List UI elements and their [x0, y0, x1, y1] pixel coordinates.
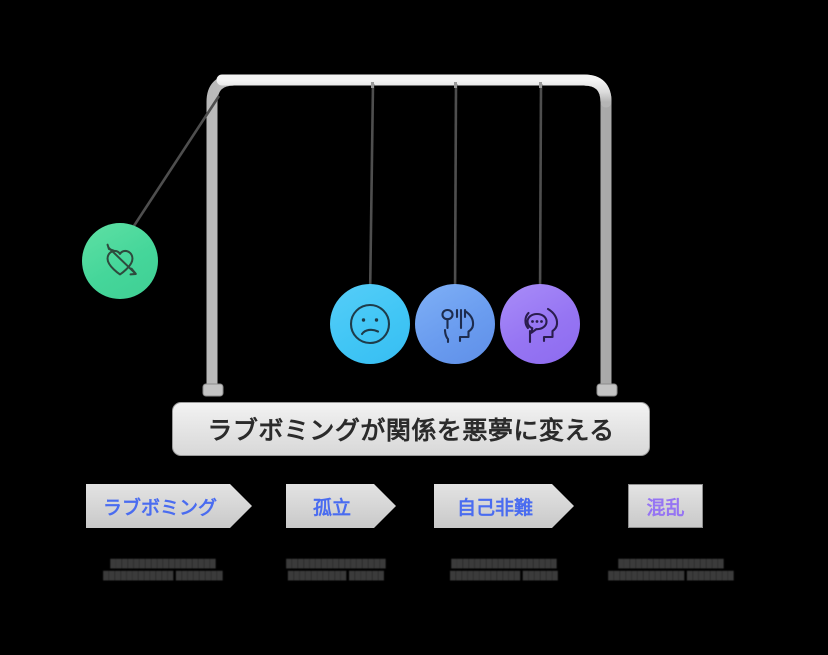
- string-sad: [368, 83, 375, 301]
- step-sequence: ラブボミング 孤立 自己非難 混乱: [0, 484, 828, 536]
- head-speech-bubble-icon: [514, 298, 566, 350]
- step-caption: ██████████████████ █████████████ ███████…: [608, 559, 734, 580]
- page-title: ラブボミングが関係を悪夢に変える: [207, 417, 615, 445]
- step-label: 自己非難: [456, 497, 533, 519]
- pendulum-strings: [368, 83, 543, 301]
- step-item-love-bombing[interactable]: ラブボミング: [86, 484, 252, 528]
- heart-arrow-icon: [97, 238, 143, 284]
- step-label: 混乱: [646, 497, 685, 519]
- sad-face-ball[interactable]: [330, 284, 410, 364]
- step-label: ラブボミング: [102, 497, 217, 519]
- string-love-bombing: [124, 95, 221, 239]
- frame-rail: [206, 74, 612, 392]
- step-caption: ██████████████████ ████████████ ████████: [103, 559, 223, 580]
- string-anchors: [371, 82, 542, 88]
- sad-face-icon: [344, 298, 396, 350]
- step-item-confusion[interactable]: 混乱: [628, 484, 703, 528]
- string-speech: [538, 83, 543, 301]
- step-caption: █████████████████ ██████████ ██████: [286, 559, 386, 580]
- frame-feet: [202, 383, 618, 397]
- speech-head-ball[interactable]: [500, 284, 580, 364]
- step-item-self-blame[interactable]: 自己非難: [434, 484, 574, 528]
- step-item-isolation[interactable]: 孤立: [286, 484, 396, 528]
- step-caption: ██████████████████ ████████████ ██████: [449, 559, 559, 580]
- eating-head-ball[interactable]: [415, 284, 495, 364]
- love-bombing-ball[interactable]: [82, 223, 158, 299]
- head-eating-disorder-icon: [429, 298, 481, 350]
- title-banner: ラブボミングが関係を悪夢に変える: [172, 402, 650, 456]
- step-label: 孤立: [312, 497, 351, 519]
- string-eating: [453, 83, 458, 301]
